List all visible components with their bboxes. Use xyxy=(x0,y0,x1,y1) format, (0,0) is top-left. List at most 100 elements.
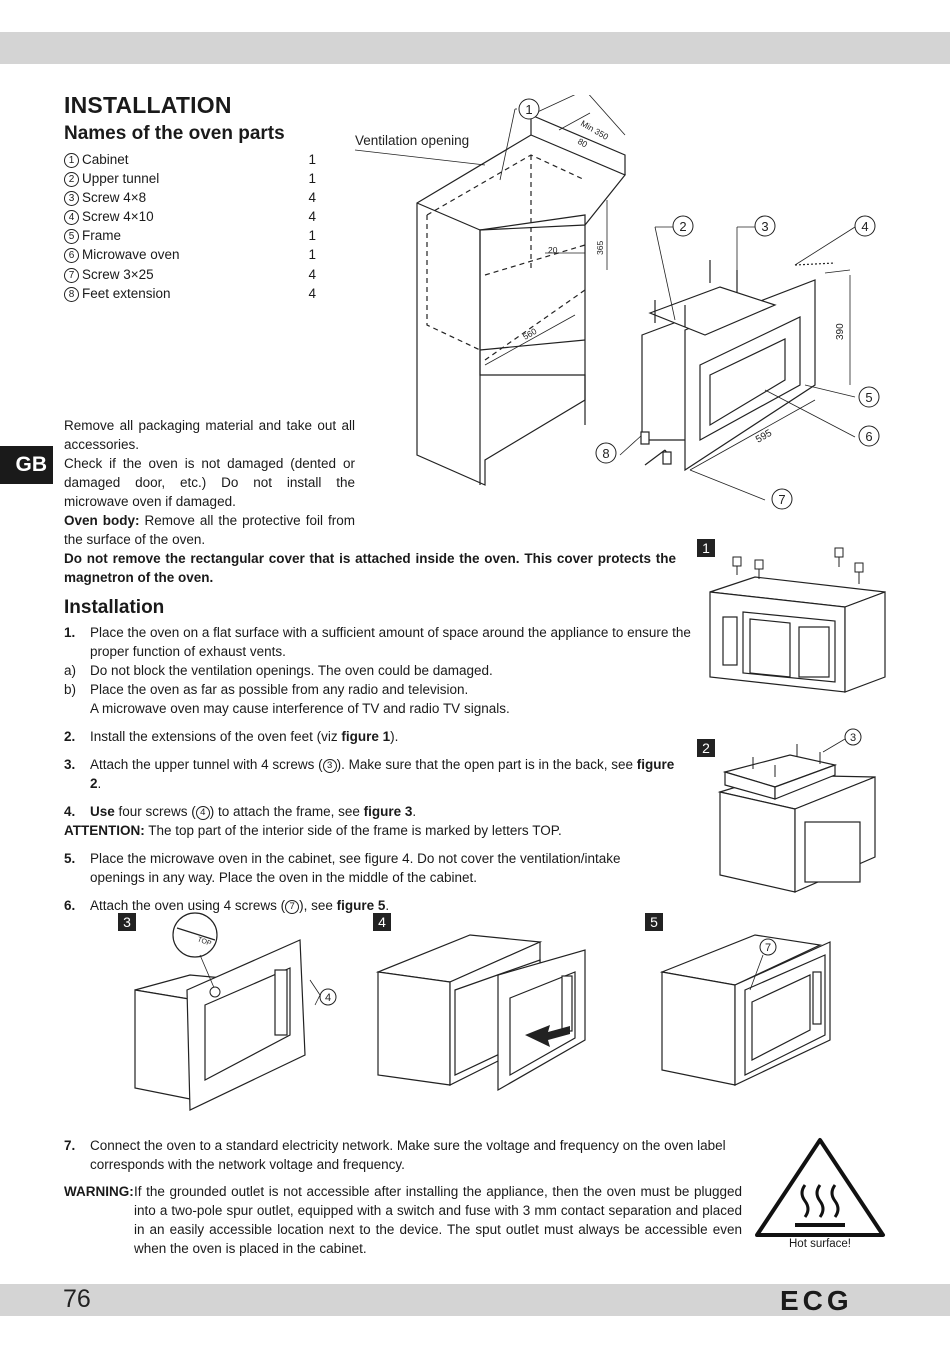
svg-text:3: 3 xyxy=(123,914,131,930)
dimension-label: 80 xyxy=(576,136,589,150)
part-qty: 4 xyxy=(308,190,316,206)
part-name: Frame xyxy=(82,228,122,244)
svg-text:1: 1 xyxy=(702,540,710,556)
callout-1: 1 xyxy=(518,98,540,120)
svg-text:TOP: TOP xyxy=(196,936,212,948)
svg-text:7: 7 xyxy=(765,942,771,954)
callout-7: 7 xyxy=(771,488,793,510)
svg-text:6: 6 xyxy=(865,429,872,444)
svg-text:5: 5 xyxy=(865,390,872,405)
paragraph: Check if the oven is not damaged (dented… xyxy=(64,456,355,509)
svg-text:4: 4 xyxy=(861,219,868,234)
svg-text:4: 4 xyxy=(378,914,386,930)
step-6: 6.Attach the oven using 4 screws (7), se… xyxy=(64,898,390,914)
part-name: Microwave oven xyxy=(82,247,180,263)
part-name: Screw 3×25 xyxy=(82,266,154,282)
dimension-label: 595 xyxy=(754,428,774,446)
hot-surface-caption: Hot surface! xyxy=(789,1238,851,1250)
attention-note: ATTENTION: The top part of the interior … xyxy=(64,823,562,838)
part-qty: 4 xyxy=(308,285,316,301)
dimension-label: 390 xyxy=(835,323,846,340)
svg-text:ECG: ECG xyxy=(780,1287,853,1313)
part-name: Screw 4×10 xyxy=(82,209,154,225)
step-1a: a)Do not block the ventilation openings.… xyxy=(64,663,493,678)
callout-4: 4 xyxy=(319,988,337,1006)
circled-number: 8 xyxy=(64,286,79,302)
circled-number: 5 xyxy=(64,229,79,245)
installation-heading: Installation xyxy=(64,597,165,618)
callout-5: 5 xyxy=(858,386,880,408)
part-name: Feet extension xyxy=(82,285,171,301)
step-7: 7.Connect the oven to a standard electri… xyxy=(64,1138,726,1172)
svg-text:7: 7 xyxy=(778,492,785,507)
svg-text:3: 3 xyxy=(761,219,768,234)
paragraph: Oven body: Remove all the protective foi… xyxy=(64,511,355,549)
step-4: 4.Use four screws (4) to attach the fram… xyxy=(64,804,417,820)
svg-text:4: 4 xyxy=(325,992,331,1004)
svg-text:5: 5 xyxy=(650,914,658,930)
circled-number: 4 xyxy=(64,210,79,226)
part-qty: 1 xyxy=(308,152,316,167)
figure-3: 3 TOP 4 xyxy=(118,912,337,1111)
step-5: 5.Place the microwave oven in the cabine… xyxy=(64,851,621,885)
header-bar xyxy=(0,32,950,64)
installation-steps: 1.Place the oven on a flat surface with … xyxy=(64,623,691,915)
step-1: 1.Place the oven on a flat surface with … xyxy=(64,625,691,659)
part-name: Screw 4×8 xyxy=(82,190,147,206)
dimension-label: 560 xyxy=(521,326,539,342)
dimension-label: 365 xyxy=(595,241,605,255)
cabinet-diagram: Ventilation opening Min 350 80 20 365 56… xyxy=(354,95,880,510)
callout-3: 3 xyxy=(754,215,776,237)
circled-number: 1 xyxy=(64,153,79,168)
step-2: 2.Install the extensions of the oven fee… xyxy=(64,729,399,744)
page-number: 76 xyxy=(63,1285,91,1313)
hot-surface-icon xyxy=(755,1138,885,1237)
part-qty: 1 xyxy=(308,171,316,187)
circled-number: 3 xyxy=(64,191,79,207)
callout-2: 2 xyxy=(672,215,694,237)
step-1b: b)Place the oven as far as possible from… xyxy=(64,682,510,716)
circled-number: 6 xyxy=(64,248,79,264)
part-qty: 4 xyxy=(308,209,316,225)
intro-text: Remove all packaging material and take o… xyxy=(64,416,355,549)
svg-text:1: 1 xyxy=(525,102,532,117)
parts-heading: Names of the oven parts xyxy=(64,123,285,144)
svg-text:8: 8 xyxy=(602,446,609,461)
circled-number: 2 xyxy=(64,172,79,188)
callout-4: 4 xyxy=(854,215,876,237)
callout-8: 8 xyxy=(595,442,617,464)
figure-1: 1 xyxy=(697,539,886,693)
callout-7: 7 xyxy=(759,938,777,956)
circled-number: 7 xyxy=(64,267,79,283)
part-name: Upper tunnel xyxy=(82,171,160,187)
svg-text:2: 2 xyxy=(702,740,710,756)
figure-5: 5 7 xyxy=(645,913,831,1086)
figure-4: 4 xyxy=(373,913,586,1092)
figure-2: 2 3 xyxy=(697,728,876,893)
part-qty: 1 xyxy=(308,247,316,263)
language-tab: GB xyxy=(0,446,53,484)
part-name: Cabinet xyxy=(82,152,129,167)
part-qty: 4 xyxy=(308,266,316,282)
paragraph: Remove all packaging material and take o… xyxy=(64,418,355,452)
dimension-label: 20 xyxy=(548,245,558,255)
ventilation-label: Ventilation opening xyxy=(355,133,469,148)
callout-3: 3 xyxy=(844,728,862,746)
page-title: INSTALLATION xyxy=(64,92,232,118)
final-steps: 7.Connect the oven to a standard electri… xyxy=(64,1136,742,1258)
ecg-logo: ECG xyxy=(780,1287,853,1313)
step-3: 3.Attach the upper tunnel with 4 screws … xyxy=(64,757,675,791)
oven-body-text: Remove all the protective foil from the … xyxy=(64,513,355,547)
magnetron-warning: Do not remove the rectangular cover that… xyxy=(64,551,676,585)
footer-bar xyxy=(0,1284,950,1316)
svg-text:3: 3 xyxy=(850,732,856,744)
